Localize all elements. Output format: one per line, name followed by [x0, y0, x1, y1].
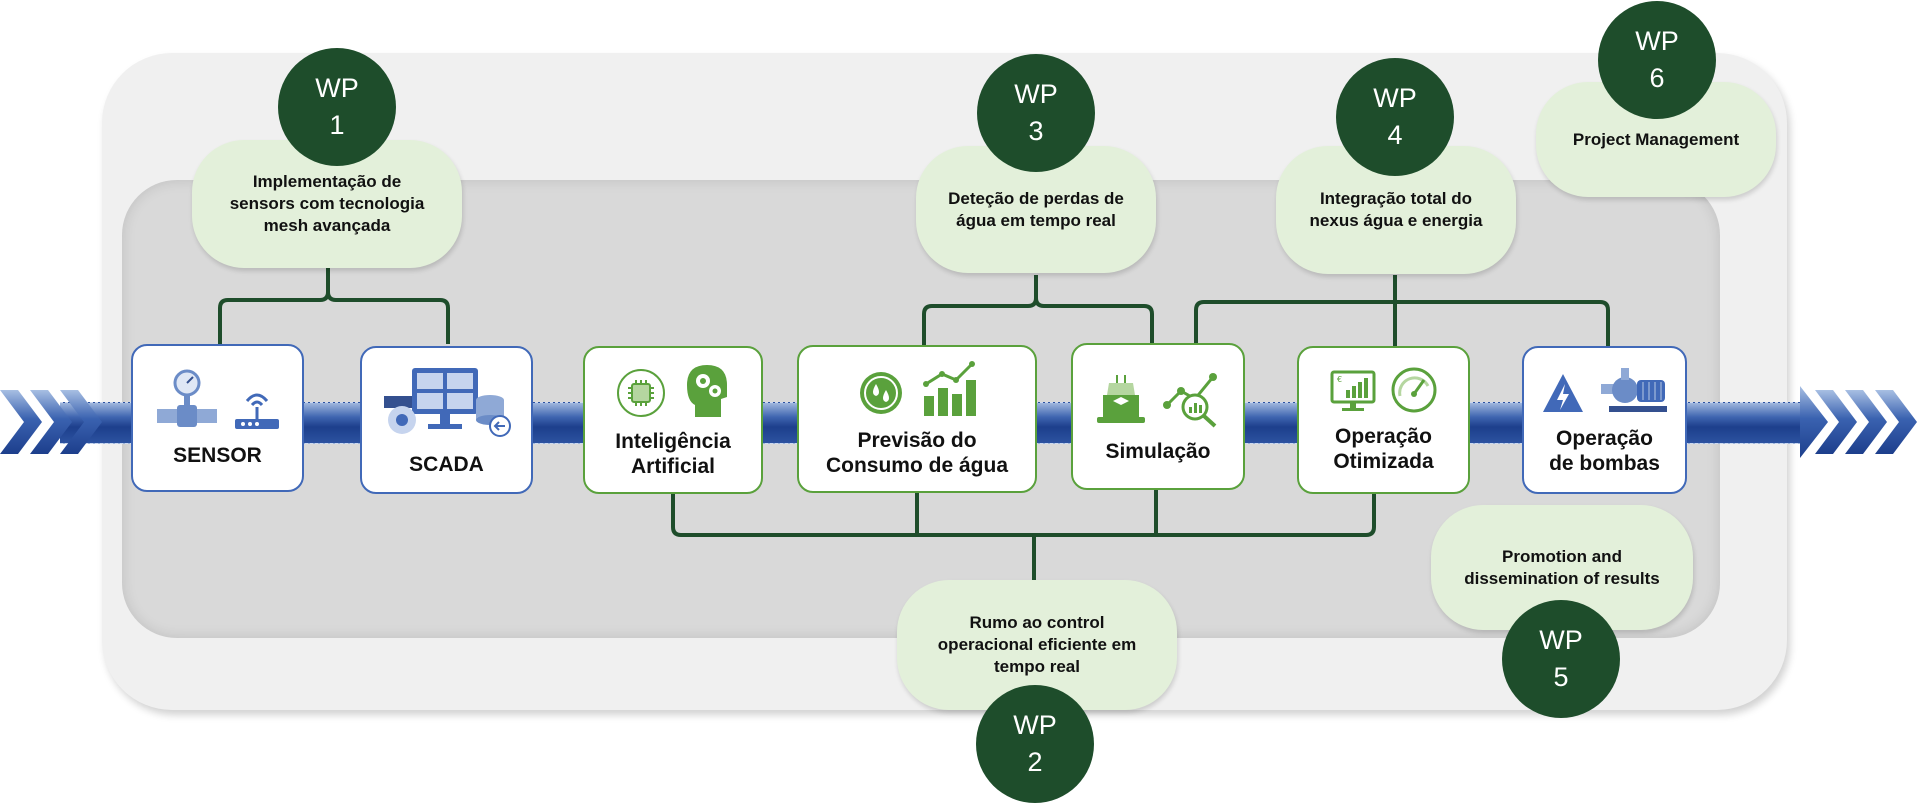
wp-number: 1: [329, 110, 345, 140]
wp1-badge: WP 1: [278, 48, 396, 166]
wp2-badge: WP 2: [976, 685, 1094, 803]
process-box-label: Simulação: [1105, 440, 1211, 463]
connector-wp4-simulacao: [1194, 300, 1395, 343]
wp-number: 6: [1649, 63, 1665, 93]
network-analysis-icon: [1163, 373, 1217, 428]
connector-wp3-simulacao: [1034, 297, 1154, 343]
high-voltage-warning-icon: [1542, 374, 1583, 412]
ai-chip-icon: [617, 369, 665, 417]
dashboard-monitor-icon: €: [1330, 370, 1375, 411]
process-box-simulacao: Simulação: [1071, 343, 1245, 490]
process-box-scada: SCADA: [360, 346, 533, 494]
monitor-camera-database-icon: [383, 367, 511, 437]
connector-wp4-bombas: [1395, 300, 1610, 346]
left-chevrons-icon: [0, 390, 102, 454]
process-box-label: SENSOR: [173, 443, 262, 467]
wireless-router-icon: [234, 393, 279, 429]
wp-number: 3: [1028, 116, 1044, 146]
wp-label: WP: [1539, 625, 1583, 655]
process-box-label: Previsão do Consumo de água: [825, 429, 1009, 477]
wp-label: WP: [1014, 79, 1058, 109]
wp-label: WP: [1013, 710, 1057, 740]
wp3-description: Deteção de perdas de água em tempo real: [916, 146, 1156, 273]
wp3-badge: WP 3: [977, 54, 1095, 172]
process-box-label: Operação Otimizada: [1333, 425, 1434, 473]
process-box-bombas: Operação de bombas: [1522, 346, 1687, 494]
process-box-ai: Inteligência Artificial: [583, 346, 763, 494]
process-box-sensor: SENSOR: [131, 344, 304, 492]
wp-number: 5: [1553, 662, 1569, 692]
arrow-head-icon: [1800, 386, 1828, 458]
water-pump-icon: [1600, 368, 1667, 412]
wp-label: WP: [315, 73, 359, 103]
process-box-previsao: Previsão do Consumo de água: [797, 345, 1037, 493]
svg-text:€: €: [1337, 375, 1342, 384]
wp-label: WP: [1373, 83, 1417, 113]
wp-label: WP: [1635, 26, 1679, 56]
right-chevrons-icon: [1815, 390, 1917, 454]
connector-wp2-bracket: [671, 494, 1376, 537]
connector-wp1-scada: [326, 291, 450, 344]
brain-gears-head-icon: [687, 365, 727, 417]
water-drops-icon: [860, 372, 902, 414]
wp6-badge: WP 6: [1598, 1, 1716, 119]
process-box-label: Operação de bombas: [1549, 427, 1660, 475]
wp-number: 2: [1027, 747, 1043, 777]
wp-number: 4: [1387, 120, 1403, 150]
process-box-label: SCADA: [409, 452, 484, 476]
connector-lines: [218, 268, 1610, 580]
connector-wp3-previsao: [922, 275, 1038, 346]
wp5-badge: WP 5: [1502, 600, 1620, 718]
wp4-badge: WP 4: [1336, 58, 1454, 176]
process-box-label: Inteligência Artificial: [615, 430, 731, 478]
bar-chart-trend-icon: [923, 361, 976, 416]
laptop-icon: [1097, 375, 1145, 423]
speed-gauge-icon: [1391, 367, 1436, 413]
pressure-gauge-pipe-icon: [156, 369, 217, 427]
connector-wp1-sensor: [218, 268, 330, 344]
process-box-otimizada: € Operação Otimizada: [1297, 346, 1470, 494]
